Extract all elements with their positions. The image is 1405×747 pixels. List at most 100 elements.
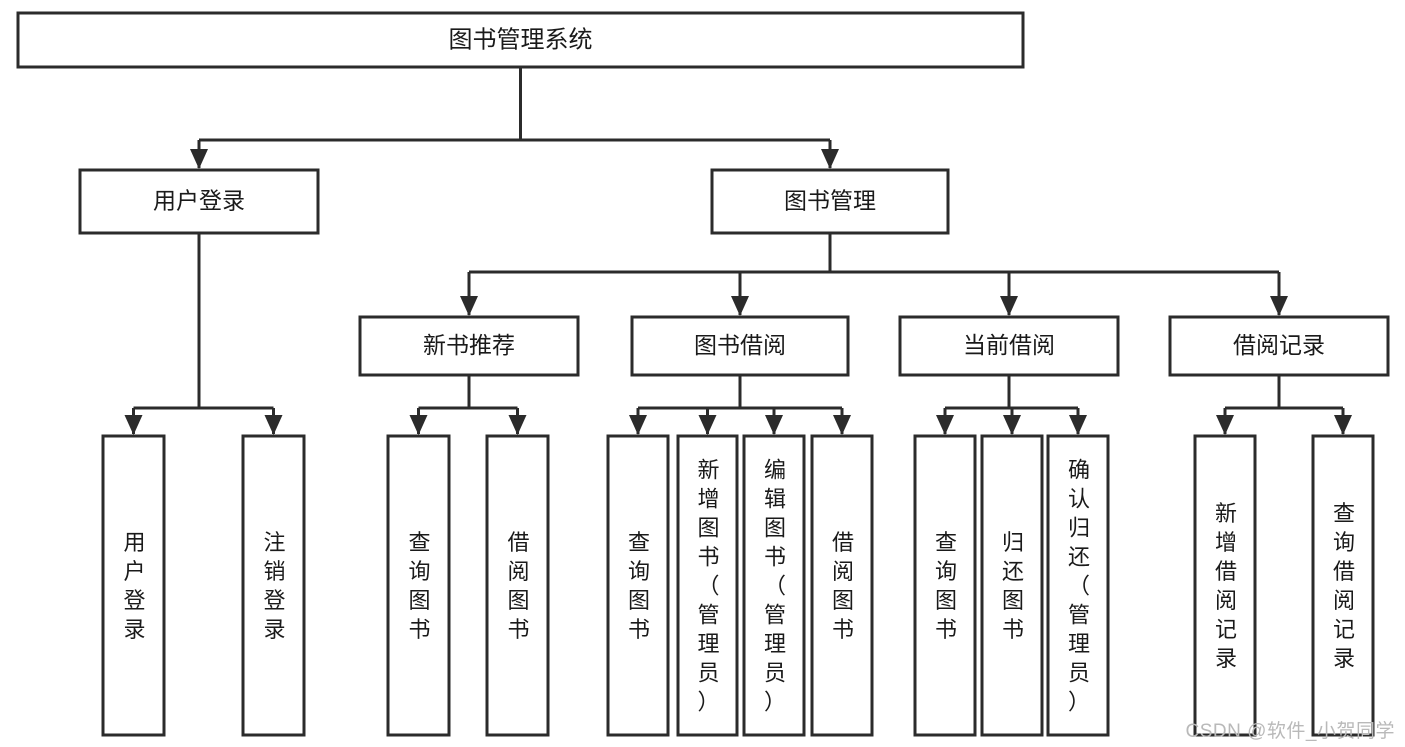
node-leaf-12[interactable]	[1311, 434, 1375, 737]
leaf-char: 记	[1333, 617, 1355, 642]
leaf-char: （	[697, 574, 719, 599]
node-leaf-2[interactable]	[386, 434, 451, 737]
arrow-head-icon	[629, 415, 647, 435]
leaf-char: 归	[1002, 530, 1024, 555]
leaf-char: 图	[628, 588, 650, 613]
arrow-head-icon	[936, 415, 954, 435]
leaf-char: 借	[1215, 559, 1237, 584]
node-level3-label-1: 图书借阅	[694, 332, 786, 358]
leaf-char: 阅	[1333, 588, 1355, 613]
connector-layer	[124, 67, 1352, 435]
node-leaf-5[interactable]	[676, 434, 739, 737]
arrow-head-icon	[1216, 415, 1234, 435]
leaf-char: 图	[697, 516, 719, 541]
leaf-char: 查	[1333, 501, 1355, 526]
leaf-char: 书	[507, 617, 529, 642]
leaf-char: 录	[123, 617, 145, 642]
leaf-char: 阅	[507, 559, 529, 584]
leaf-char: 归	[1068, 516, 1090, 541]
arrow-head-icon	[124, 415, 143, 435]
node-leaf-9[interactable]	[980, 434, 1044, 737]
node-leaf-11[interactable]	[1193, 434, 1257, 737]
node-level3-0[interactable]	[358, 315, 580, 377]
leaf-char: 认	[1068, 487, 1090, 512]
arrow-head-icon	[731, 296, 749, 316]
leaf-char: 销	[263, 559, 285, 584]
node-level3-3[interactable]	[1168, 315, 1390, 377]
leaf-char: 询	[1333, 530, 1355, 555]
node-leaf-10[interactable]	[1046, 434, 1110, 737]
leaf-char: 还	[1068, 545, 1090, 570]
watermark-text: CSDN @软件_小贺同学	[1185, 721, 1395, 742]
node-level2-0[interactable]	[78, 168, 320, 235]
node-leaf-label-0: 用户登录	[123, 530, 145, 642]
node-level3-1[interactable]	[630, 315, 850, 377]
arrow-head-icon	[1334, 415, 1352, 435]
node-level3-label-3: 借阅记录	[1233, 332, 1325, 358]
leaf-char: 阅	[832, 559, 854, 584]
leaf-char: 用	[123, 530, 145, 555]
leaf-char: 书	[764, 545, 786, 570]
node-root[interactable]	[16, 11, 1025, 69]
node-level3-2[interactable]	[898, 315, 1120, 377]
arrow-head-icon	[765, 415, 783, 435]
leaf-char: （	[764, 574, 786, 599]
leaf-char: 员	[697, 661, 719, 686]
leaf-char: 书	[408, 617, 430, 642]
leaf-char: 管	[697, 603, 719, 628]
leaf-char: 增	[1215, 530, 1237, 555]
node-leaf-7[interactable]	[810, 434, 874, 737]
node-layer: 图书管理系统用户登录图书管理新书推荐图书借阅当前借阅借阅记录用户登录注销登录查询…	[16, 11, 1390, 737]
leaf-char: 借	[507, 530, 529, 555]
arrow-head-icon	[1069, 415, 1087, 435]
leaf-char: 查	[408, 530, 430, 555]
node-leaf-8[interactable]	[913, 434, 977, 737]
node-root-label: 图书管理系统	[449, 26, 593, 53]
node-leaf-3[interactable]	[485, 434, 550, 737]
node-level2-label-1: 图书管理	[784, 188, 876, 214]
leaf-char: 员	[764, 661, 786, 686]
leaf-char: 辑	[764, 487, 786, 512]
node-leaf-4[interactable]	[606, 434, 670, 737]
arrow-head-icon	[833, 415, 851, 435]
arrow-head-icon	[1270, 296, 1288, 316]
leaf-char: 新	[697, 458, 719, 483]
leaf-char: 录	[1215, 646, 1237, 671]
leaf-char: 借	[1333, 559, 1355, 584]
node-leaf-0[interactable]	[101, 434, 166, 737]
leaf-char: ）	[764, 690, 786, 715]
leaf-char: 图	[408, 588, 430, 613]
arrow-head-icon	[1003, 415, 1021, 435]
leaf-char: ）	[1068, 690, 1090, 715]
leaf-char: 户	[123, 559, 145, 584]
node-level2-label-0: 用户登录	[153, 188, 245, 214]
leaf-char: 书	[628, 617, 650, 642]
arrow-head-icon	[264, 415, 283, 435]
leaf-char: 增	[697, 487, 719, 512]
leaf-char: 图	[507, 588, 529, 613]
leaf-char: 录	[263, 617, 285, 642]
leaf-char: 询	[628, 559, 650, 584]
leaf-char: 阅	[1215, 588, 1237, 613]
arrow-head-icon	[460, 296, 478, 316]
leaf-char: 确	[1068, 458, 1090, 483]
leaf-char: 登	[123, 588, 145, 613]
node-level2-1[interactable]	[710, 168, 950, 235]
node-leaf-6[interactable]	[742, 434, 806, 737]
arrow-head-icon	[508, 415, 527, 435]
node-leaf-1[interactable]	[241, 434, 306, 737]
leaf-char: 询	[408, 559, 430, 584]
leaf-char: 书	[935, 617, 957, 642]
